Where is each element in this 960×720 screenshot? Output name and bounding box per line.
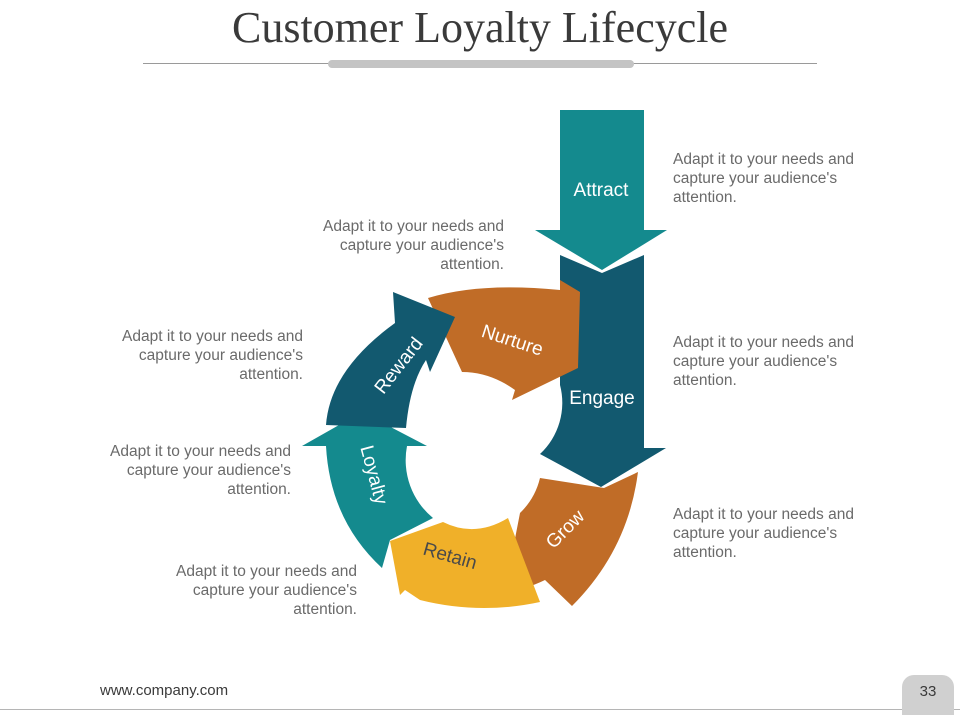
retain-arrow <box>390 518 540 609</box>
nurture-arrow <box>428 280 580 400</box>
footer-divider <box>0 709 960 710</box>
reward-description: Adapt it to your needs and capture your … <box>122 328 303 383</box>
nurture-description: Adapt it to your needs and capture your … <box>323 218 504 273</box>
grow-arrow <box>505 472 638 606</box>
loyalty-description: Adapt it to your needs and capture your … <box>110 443 291 498</box>
attract-arrow <box>535 110 667 270</box>
slide-title: Customer Loyalty Lifecycle <box>231 3 729 52</box>
stage-label-engage: Engage <box>569 388 635 409</box>
title-accent-bar <box>328 60 634 68</box>
loyalty-arrow <box>302 412 433 568</box>
footer-url[interactable]: www.company.com <box>100 682 229 699</box>
page-number-badge: 33 <box>902 675 954 715</box>
reward-arrow <box>326 292 455 428</box>
stage-label-attract: Attract <box>574 180 630 201</box>
grow-description: Adapt it to your needs and capture your … <box>673 506 854 561</box>
engage-description: Adapt it to your needs and capture your … <box>673 334 854 389</box>
attract-description: Adapt it to your needs and capture your … <box>673 151 854 206</box>
retain-description: Adapt it to your needs and capture your … <box>176 563 357 618</box>
